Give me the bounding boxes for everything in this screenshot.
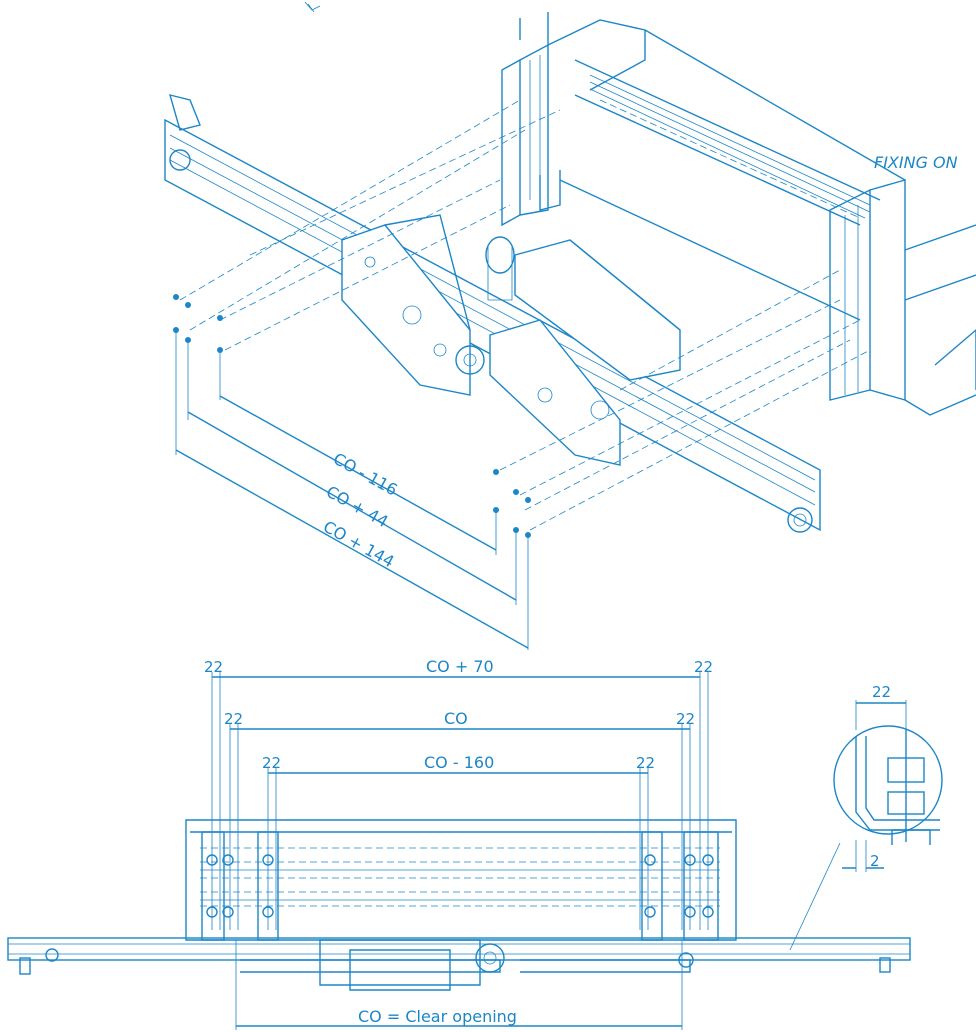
- fixing-label: FIXING ON: [874, 153, 958, 172]
- dim-co-minus-160: CO - 160: [424, 753, 494, 772]
- clear-opening-label: CO = Clear opening: [358, 1007, 517, 1026]
- gap-label-left-2: 22: [224, 710, 243, 728]
- iso-dimension-lines: [175, 330, 529, 650]
- front-rail: [7, 937, 911, 991]
- door-hanger-left: [341, 214, 471, 396]
- detail-view: [789, 700, 943, 951]
- frame-upright-back: [501, 12, 646, 227]
- gap-label-right-1: 22: [694, 658, 713, 676]
- header-rail: [164, 94, 821, 533]
- gap-label-right-3: 22: [636, 754, 655, 772]
- dim-co-plus-70: CO + 70: [426, 657, 494, 676]
- front-view: CO + 70 CO CO - 160 22 22 22 22 22 22 CO…: [7, 657, 911, 1030]
- gap-label-right-2: 22: [676, 710, 695, 728]
- motor-unit: [455, 236, 681, 381]
- frame-channel: [559, 29, 906, 321]
- view-icon: [304, 1, 321, 13]
- projection-lines: [179, 99, 871, 531]
- detail-gap-label: 2: [870, 852, 880, 870]
- bolts: [173, 294, 531, 538]
- door-hanger-right: [489, 319, 621, 466]
- front-brackets: [201, 831, 719, 941]
- gap-label-left-1: 22: [204, 658, 223, 676]
- isometric-view: CO - 116 CO + 44 CO + 144: [164, 12, 976, 650]
- dim-co: CO: [444, 709, 468, 728]
- detail-width-label: 22: [872, 683, 891, 701]
- frame-upright-front: [829, 179, 976, 416]
- gap-label-left-3: 22: [262, 754, 281, 772]
- front-panel: [185, 819, 737, 941]
